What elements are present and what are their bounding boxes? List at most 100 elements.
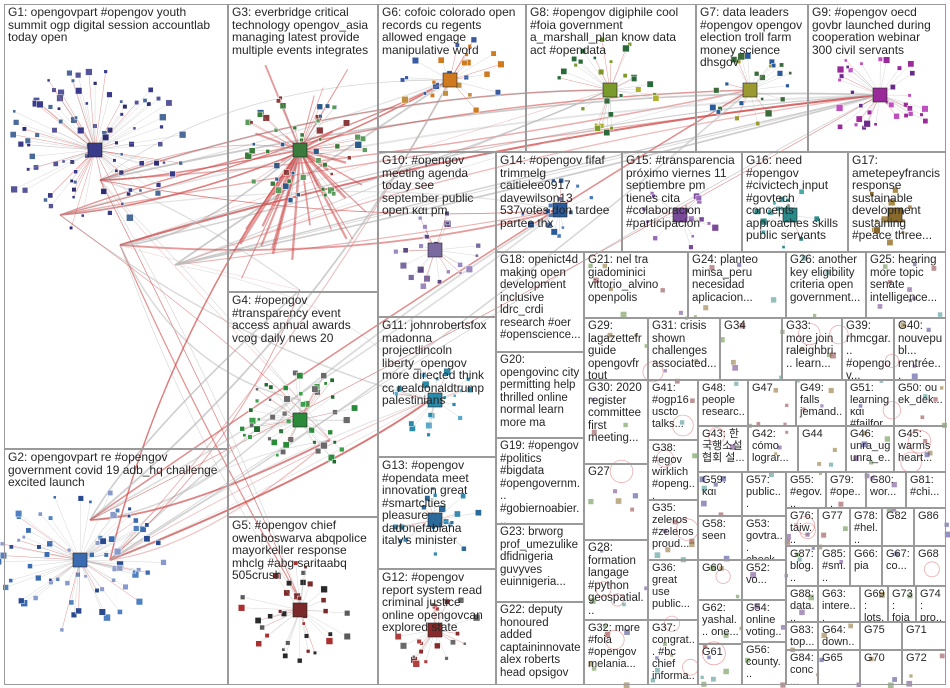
group-panel-g20[interactable]: G20: opengovinc city permitting help thr… bbox=[496, 352, 584, 438]
node[interactable] bbox=[711, 224, 719, 232]
node[interactable] bbox=[723, 668, 729, 675]
node[interactable] bbox=[114, 140, 119, 145]
node[interactable] bbox=[811, 546, 815, 550]
node[interactable] bbox=[298, 391, 304, 396]
node[interactable] bbox=[665, 547, 671, 553]
node[interactable] bbox=[264, 633, 270, 639]
node[interactable] bbox=[434, 642, 441, 650]
node[interactable] bbox=[644, 586, 648, 591]
node[interactable] bbox=[21, 187, 29, 194]
node[interactable] bbox=[320, 372, 328, 379]
node[interactable] bbox=[891, 507, 897, 512]
node[interactable] bbox=[760, 97, 764, 101]
node[interactable] bbox=[323, 193, 328, 198]
node[interactable] bbox=[249, 120, 254, 125]
node[interactable] bbox=[631, 75, 638, 82]
group-panel-g14[interactable]: G14: #opengov fifaf trimmelg caitielee09… bbox=[496, 152, 622, 252]
node[interactable] bbox=[466, 377, 471, 382]
node[interactable] bbox=[761, 229, 766, 235]
node[interactable] bbox=[734, 115, 740, 121]
node[interactable] bbox=[80, 213, 85, 218]
node[interactable] bbox=[893, 113, 900, 120]
group-panel-g5[interactable]: G5: #opengov chief owenboswarva abqpolic… bbox=[228, 517, 378, 685]
node[interactable] bbox=[883, 264, 888, 269]
node[interactable] bbox=[282, 182, 290, 190]
node[interactable] bbox=[398, 538, 403, 544]
node[interactable] bbox=[558, 177, 564, 184]
node[interactable] bbox=[422, 91, 427, 96]
node[interactable] bbox=[632, 493, 638, 499]
node[interactable] bbox=[873, 122, 878, 127]
node[interactable] bbox=[159, 113, 167, 121]
node[interactable] bbox=[603, 97, 611, 105]
node[interactable] bbox=[819, 471, 822, 475]
node[interactable] bbox=[651, 193, 656, 198]
node[interactable] bbox=[247, 434, 253, 440]
node[interactable] bbox=[813, 313, 817, 318]
node[interactable] bbox=[927, 450, 933, 456]
node[interactable] bbox=[603, 129, 611, 136]
node[interactable] bbox=[306, 649, 311, 654]
node[interactable] bbox=[10, 185, 18, 194]
node[interactable] bbox=[303, 565, 308, 569]
node[interactable] bbox=[877, 304, 883, 309]
node[interactable] bbox=[394, 633, 402, 641]
node[interactable] bbox=[114, 168, 119, 173]
node[interactable] bbox=[75, 87, 83, 95]
node[interactable] bbox=[334, 143, 341, 150]
node[interactable] bbox=[785, 198, 790, 203]
node[interactable] bbox=[764, 109, 773, 118]
node[interactable] bbox=[351, 404, 358, 412]
node[interactable] bbox=[320, 597, 327, 603]
group-panel-g53[interactable]: G53: govtra... check... bbox=[742, 516, 786, 560]
node[interactable] bbox=[162, 160, 166, 165]
node[interactable] bbox=[103, 69, 108, 74]
node[interactable] bbox=[887, 682, 894, 688]
group-panel-g81[interactable]: G81: #chi... bbox=[906, 472, 946, 508]
node[interactable] bbox=[861, 441, 868, 448]
node[interactable] bbox=[301, 621, 306, 626]
node[interactable] bbox=[327, 429, 333, 435]
node[interactable] bbox=[624, 629, 630, 635]
node[interactable] bbox=[431, 486, 435, 491]
node[interactable] bbox=[906, 680, 913, 687]
node[interactable] bbox=[694, 358, 699, 363]
node[interactable] bbox=[604, 631, 611, 638]
hub-node[interactable] bbox=[292, 142, 308, 158]
node[interactable] bbox=[470, 36, 478, 43]
group-panel-g12[interactable]: G12: #opengov report system read crimina… bbox=[378, 569, 496, 685]
node[interactable] bbox=[8, 578, 14, 583]
node[interactable] bbox=[720, 476, 727, 482]
node[interactable] bbox=[362, 147, 368, 153]
node[interactable] bbox=[257, 417, 261, 422]
node[interactable] bbox=[416, 638, 422, 645]
node[interactable] bbox=[869, 191, 875, 197]
node[interactable] bbox=[820, 404, 824, 408]
node[interactable] bbox=[699, 476, 706, 483]
node[interactable] bbox=[461, 545, 467, 552]
node[interactable] bbox=[644, 344, 649, 348]
node[interactable] bbox=[311, 385, 319, 393]
node[interactable] bbox=[732, 365, 738, 371]
node[interactable] bbox=[135, 598, 143, 606]
node[interactable] bbox=[829, 462, 834, 467]
node[interactable] bbox=[347, 155, 352, 161]
node[interactable] bbox=[100, 188, 108, 195]
node[interactable] bbox=[142, 98, 148, 103]
node[interactable] bbox=[874, 219, 879, 223]
node[interactable] bbox=[156, 96, 161, 102]
node[interactable] bbox=[127, 506, 132, 511]
node[interactable] bbox=[894, 551, 899, 557]
node[interactable] bbox=[922, 118, 929, 124]
node[interactable] bbox=[275, 453, 280, 458]
node[interactable] bbox=[738, 100, 745, 106]
node[interactable] bbox=[591, 398, 595, 402]
node[interactable] bbox=[43, 551, 50, 558]
group-panel-g61[interactable]: G61 bbox=[698, 644, 742, 685]
node[interactable] bbox=[75, 607, 82, 615]
node[interactable] bbox=[267, 613, 273, 620]
node[interactable] bbox=[458, 271, 463, 275]
node[interactable] bbox=[296, 192, 301, 197]
group-panel-g76[interactable]: G76: täiw... bbox=[786, 508, 818, 546]
group-panel-g75[interactable]: G75 bbox=[860, 622, 902, 650]
